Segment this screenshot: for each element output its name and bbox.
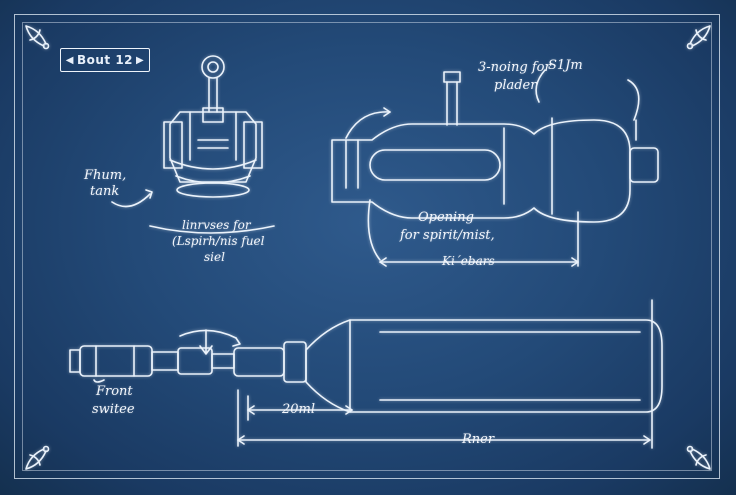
corner-ornament-top-left xyxy=(25,25,50,50)
outer-frame xyxy=(14,14,720,479)
label-fuel-note-line2: (Lspirh/nis fuel xyxy=(172,234,265,248)
inner-frame xyxy=(22,22,712,471)
label-fuel-note-line3: siel xyxy=(204,250,225,264)
label-opening-line1: Opening xyxy=(418,210,474,225)
title-badge: ◀ Bout 12 ▶ xyxy=(60,48,150,72)
label-spring-line1: 3-noing for xyxy=(478,60,551,75)
corner-ornament-bottom-left xyxy=(25,445,50,470)
label-opening-line2: for spirit/mist, xyxy=(400,228,495,243)
label-dimension-top: S1Jm xyxy=(548,58,583,73)
label-front-line2: switee xyxy=(92,402,135,417)
label-length-top: Ki´ebars xyxy=(442,254,495,268)
corner-ornament-top-right xyxy=(686,25,711,50)
corner-ornament-bottom-right xyxy=(686,445,711,470)
label-dimension-20ml: 20ml xyxy=(282,402,316,417)
label-length-bottom: Rner xyxy=(462,432,495,447)
label-fuel-tank-line1: Fhum, xyxy=(84,168,127,183)
burner-cylinder-drawing xyxy=(69,299,663,449)
label-spring-line2: plader xyxy=(494,78,537,93)
label-fuel-note-line1: linrvses for xyxy=(182,218,251,232)
badge-arrow-left-icon: ◀ xyxy=(65,54,74,66)
fuel-tank-drawing xyxy=(111,55,275,234)
label-front-line1: Front xyxy=(96,384,133,399)
spirit-bottle-drawing xyxy=(331,69,659,267)
badge-arrow-right-icon: ▶ xyxy=(136,54,145,66)
title-badge-text: Bout 12 xyxy=(76,53,134,67)
label-fuel-tank-line2: tank xyxy=(90,184,120,199)
